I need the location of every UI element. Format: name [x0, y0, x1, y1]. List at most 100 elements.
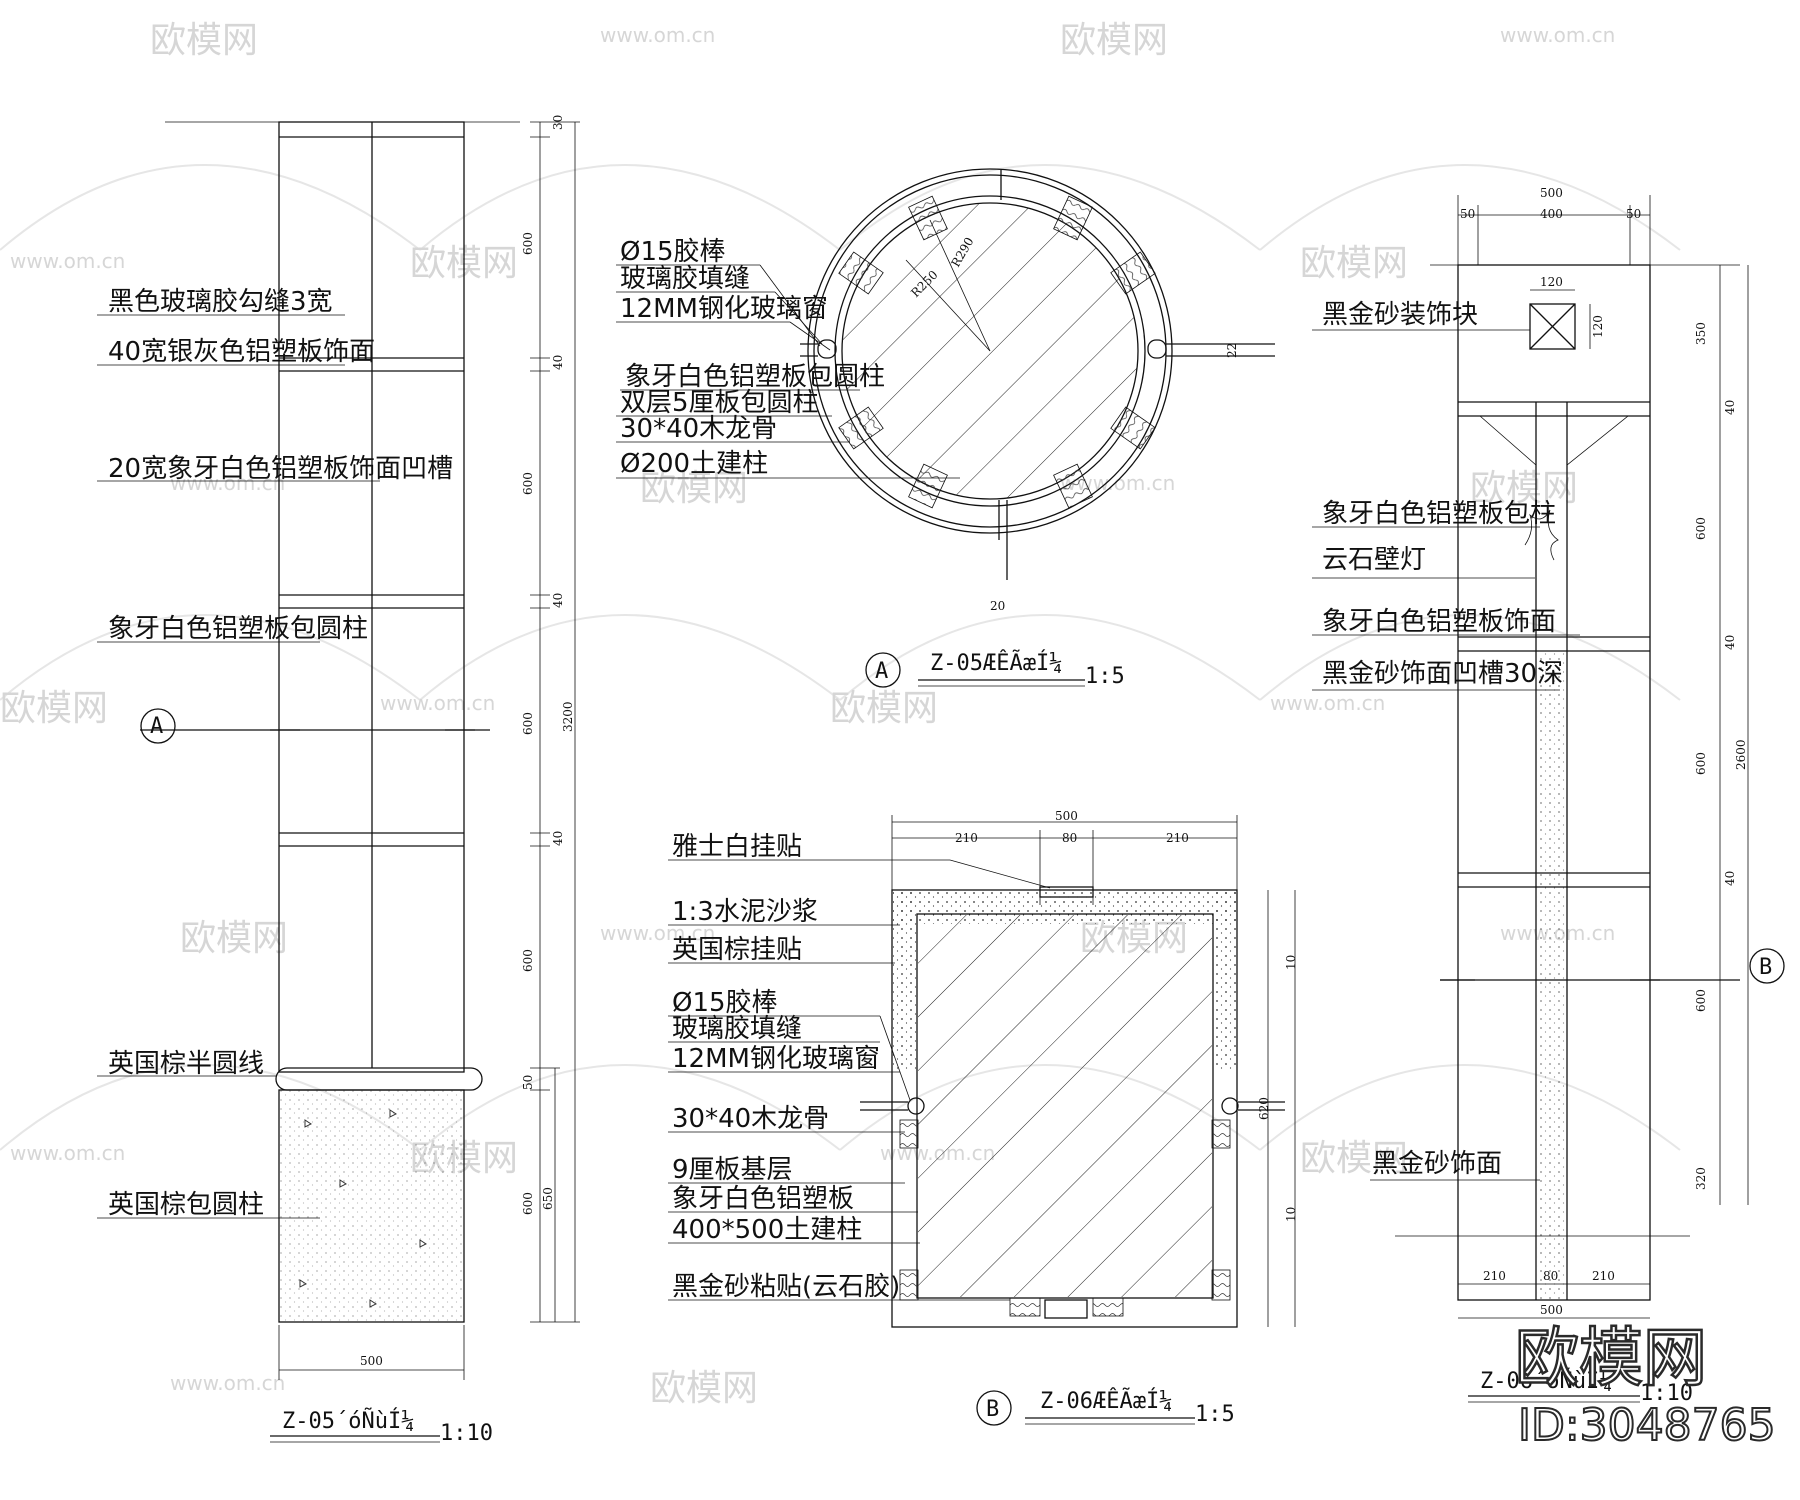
dim-320: 320: [1694, 1167, 1708, 1190]
dim-600: 600: [1694, 752, 1708, 775]
label-black-glass-joint: 黑色玻璃胶勾缝3宽: [108, 287, 333, 317]
label-glass-sealant: 玻璃胶填缝: [672, 1014, 802, 1044]
watermark-brand: 欧模网: [1300, 243, 1408, 284]
dim-500: 500: [1540, 1303, 1563, 1317]
label-brown-stone: 英国棕挂贴: [672, 935, 802, 965]
label-structural-column: 400*500土建柱: [672, 1215, 862, 1245]
left-view-title: Z-05´óÑùÍ¼: [282, 1407, 414, 1434]
label-foam-rod: Ø15胶棒: [672, 988, 778, 1018]
dim-10: 10: [1284, 1207, 1298, 1222]
label-wood-keel: 30*40木龙骨: [620, 414, 777, 444]
dim-total-2600: 2600: [1734, 739, 1748, 770]
label-glass-sealant: 玻璃胶填缝: [620, 264, 750, 294]
right-view-title: Z-06´óÑùÍ¼: [1480, 1367, 1612, 1394]
section-mark-b: B: [1759, 955, 1772, 980]
dim-600: 600: [521, 1192, 535, 1215]
dim-40: 40: [551, 355, 565, 370]
label-cement-mortar: 1:3水泥沙浆: [672, 897, 818, 927]
dim-600: 600: [521, 712, 535, 735]
dim-10: 10: [1284, 955, 1298, 970]
right-elevation-view: 500 50 400 50 120 120 B: [1312, 186, 1785, 1406]
watermark-logo-text: 欧模网: [1515, 1322, 1707, 1396]
dim-600: 600: [521, 472, 535, 495]
dim-500: 500: [360, 1354, 383, 1368]
left-view-scale: 1:10: [440, 1421, 493, 1446]
dim-500: 500: [1540, 186, 1563, 200]
watermark-brand: 欧模网: [1300, 1138, 1408, 1179]
watermark-id: ID:3048765: [1518, 1400, 1776, 1451]
label-tempered-glass: 12MM钢化玻璃窗: [672, 1044, 880, 1074]
watermark-brand: 欧模网: [640, 468, 748, 509]
plan-b-scale: 1:5: [1195, 1402, 1235, 1427]
label-ivory-panel-column: 象牙白色铝塑板包柱: [1322, 499, 1556, 529]
dim-80: 80: [1543, 1269, 1558, 1283]
label-wall-lamp: 云石壁灯: [1322, 545, 1426, 575]
dim-620: 620: [1257, 1097, 1271, 1120]
dim-50: 50: [521, 1075, 535, 1090]
dim-40: 40: [1723, 400, 1737, 415]
watermark-url: www.om.cn: [170, 1371, 285, 1395]
dim-40: 40: [551, 593, 565, 608]
watermark-brand: 欧模网: [0, 688, 108, 729]
dim-500: 500: [1055, 809, 1078, 823]
label-granite-block: 黑金砂装饰块: [1322, 300, 1478, 330]
label-ivory-panel-face: 象牙白色铝塑板饰面: [1322, 607, 1556, 637]
dim-40: 40: [1723, 635, 1737, 650]
dim-40: 40: [1723, 871, 1737, 886]
watermark-url: www.om.cn: [10, 249, 125, 273]
watermark-brand: 欧模网: [180, 918, 288, 959]
dim-20: 20: [990, 599, 1005, 613]
label-plywood-base: 9厘板基层: [672, 1155, 793, 1185]
dim-80: 80: [1062, 831, 1077, 845]
watermark-url: www.om.cn: [1270, 691, 1385, 715]
dim-350: 350: [1694, 322, 1708, 345]
watermark-url: www.om.cn: [1500, 23, 1615, 47]
label-ivory-panel: 象牙白色铝塑板: [672, 1184, 854, 1214]
dim-600: 600: [521, 232, 535, 255]
label-brown-column: 英国棕包圆柱: [108, 1190, 264, 1220]
label-silver-panel: 40宽银灰色铝塑板饰面: [108, 337, 375, 367]
watermark-url: www.om.cn: [10, 1141, 125, 1165]
label-foam-rod: Ø15胶棒: [620, 237, 726, 267]
watermark-url: www.om.cn: [380, 691, 495, 715]
dim-block-120: 120: [1591, 315, 1605, 338]
watermark-brand: 欧模网: [650, 1368, 758, 1409]
dim-600: 600: [1694, 517, 1708, 540]
left-elevation-view: A 黑色玻璃胶勾缝3宽 40宽银灰色铝塑板饰面 20宽象牙白色铝塑板饰面凹槽 象…: [97, 115, 580, 1446]
label-ivory-panel-column: 象牙白色铝塑板包圆柱: [625, 362, 885, 392]
label-brown-half-round: 英国棕半圆线: [108, 1049, 264, 1079]
watermark-url: www.om.cn: [170, 471, 285, 495]
plan-a-mark: A: [875, 659, 888, 684]
plan-b-view: 500 210 80 210 10 620 10: [668, 809, 1298, 1427]
label-granite-face: 黑金砂饰面: [1372, 1149, 1502, 1179]
plan-b-title: Z-06ÆÊÃæÍ¼: [1040, 1387, 1172, 1414]
dim-600: 600: [521, 949, 535, 972]
label-structural-column: Ø200土建柱: [620, 449, 768, 479]
dim-40: 40: [551, 831, 565, 846]
right-view-scale: 1:10: [1640, 1381, 1693, 1406]
plan-a-view: R290 R250 22 20 Ø15胶棒 玻璃胶填缝 12MM钢化玻璃窗 象牙…: [616, 168, 1275, 689]
watermark-brand: 欧模网: [830, 688, 938, 729]
dim-22: 22: [1225, 343, 1239, 358]
watermark-brand: 欧模网: [150, 20, 258, 61]
plan-a-title: Z-05ÆÊÃæÍ¼: [930, 649, 1062, 676]
dim-210: 210: [1483, 1269, 1506, 1283]
dim-210: 210: [1592, 1269, 1615, 1283]
watermark-brand: 欧模网: [1470, 468, 1578, 509]
label-tempered-glass: 12MM钢化玻璃窗: [620, 294, 828, 324]
dim-total-3200: 3200: [561, 701, 575, 732]
watermark-url: www.om.cn: [600, 23, 715, 47]
label-white-marble: 雅士白挂贴: [672, 832, 802, 862]
label-ivory-column: 象牙白色铝塑板包圆柱: [108, 614, 368, 644]
label-double-plywood: 双层5厘板包圆柱: [620, 388, 819, 418]
dim-650: 650: [541, 1187, 555, 1210]
dim-400: 400: [1540, 207, 1563, 221]
label-granite-groove: 黑金砂饰面凹槽30深: [1322, 659, 1563, 689]
label-ivory-groove: 20宽象牙白色铝塑板饰面凹槽: [108, 454, 453, 484]
dim-50: 50: [1626, 207, 1641, 221]
dim-210: 210: [1166, 831, 1189, 845]
dim-block-120: 120: [1540, 275, 1563, 289]
watermark-brand: 欧模网: [1060, 20, 1168, 61]
dim-600: 600: [1694, 989, 1708, 1012]
